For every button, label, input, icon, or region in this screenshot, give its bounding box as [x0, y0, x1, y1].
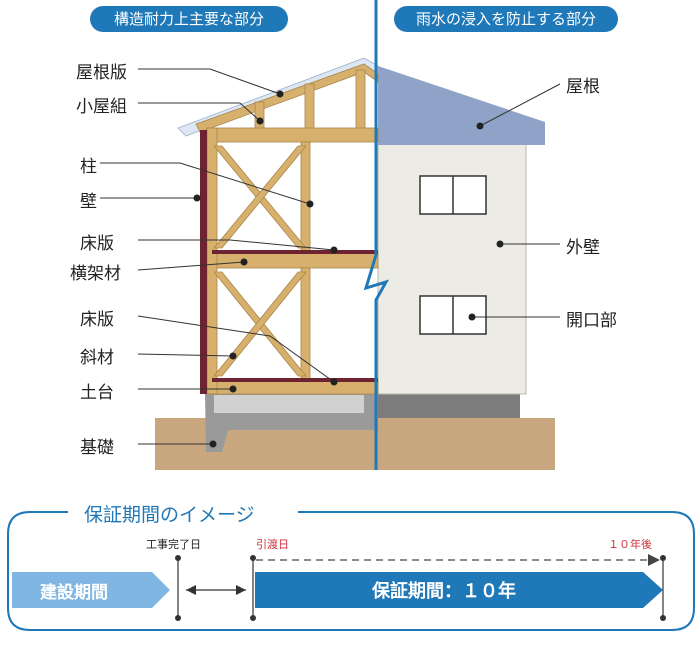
structure-header: 構造耐力上主要な部分: [90, 6, 288, 32]
label-roof: 屋根: [566, 77, 600, 97]
label-horizontal-beam: 横架材: [70, 264, 121, 284]
label-roof-board: 屋根版: [76, 63, 127, 83]
house-diagram: [100, 0, 561, 470]
warranty-period-arrow: [255, 572, 663, 608]
label-sill: 土台: [80, 383, 114, 403]
warranty-title: 保証期間のイメージ: [84, 504, 255, 526]
label-floor-board-upper: 床版: [80, 234, 114, 254]
label-floor-board-lower: 床版: [80, 310, 114, 330]
ten-years-later-label: １０年後: [608, 538, 652, 551]
label-wall: 壁: [80, 192, 97, 212]
label-roof-truss: 小屋組: [76, 97, 127, 117]
completion-date-label: 工事完了日: [146, 538, 201, 551]
roof: [378, 66, 545, 145]
construction-period-arrow: [12, 572, 170, 608]
warranty-timeline: [7, 511, 695, 631]
label-brace: 斜材: [80, 348, 114, 368]
handover-date-label: 引渡日: [256, 538, 289, 551]
label-foundation: 基礎: [80, 438, 114, 458]
label-column: 柱: [80, 157, 97, 177]
construction-period-label: 建設期間: [40, 583, 108, 603]
waterproof-header: 雨水の浸入を防止する部分: [394, 6, 618, 32]
label-opening: 開口部: [566, 311, 617, 331]
label-exterior-wall: 外壁: [566, 238, 600, 258]
warranty-period-label: 保証期間：１０年: [372, 581, 516, 602]
